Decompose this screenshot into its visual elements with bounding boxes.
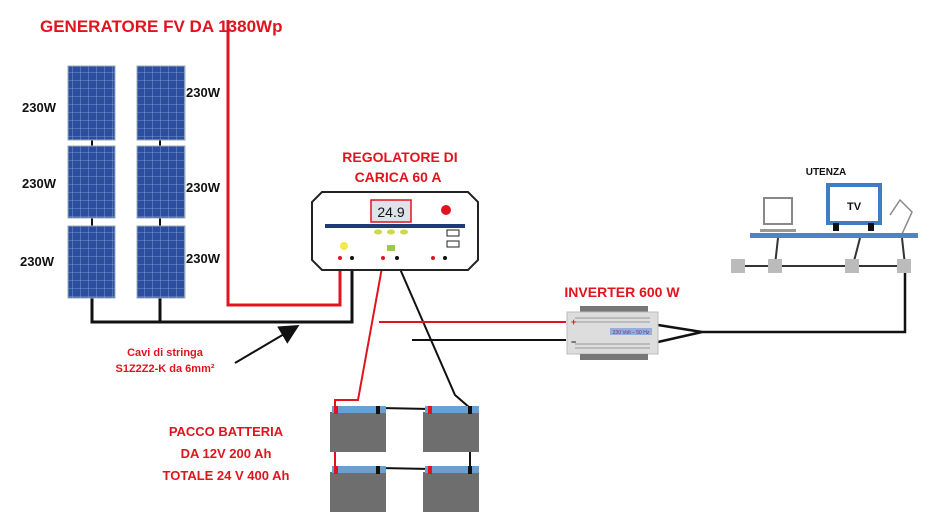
socket-icon xyxy=(897,259,911,273)
controller-title-2: CARICA 60 A xyxy=(355,169,442,185)
loads-title: UTENZA xyxy=(806,167,847,178)
battery xyxy=(423,466,479,512)
panel-power-label: 230W xyxy=(22,176,57,191)
battery xyxy=(423,406,479,452)
battery-label-2: DA 12V 200 Ah xyxy=(181,446,272,461)
pv-positive-wire xyxy=(226,20,342,307)
loads: UTENZA TV xyxy=(731,167,918,273)
solar-panel xyxy=(67,65,116,141)
tv-label: TV xyxy=(847,201,862,213)
led-indicator xyxy=(441,205,451,215)
solar-panels: 230W 230W 230W 230W 230W 230W xyxy=(20,65,221,299)
generator-title: GENERATORE FV DA 1380Wp xyxy=(40,17,282,36)
pv-negative-wire xyxy=(90,262,354,324)
lamp-icon xyxy=(889,198,913,235)
shelf xyxy=(750,233,918,238)
panel-power-label: 230W xyxy=(20,254,55,269)
solar-panel xyxy=(67,145,116,219)
battery-label-1: PACCO BATTERIA xyxy=(169,424,284,439)
socket-icon xyxy=(845,259,859,273)
socket-icon xyxy=(768,259,782,273)
controller-title-1: REGOLATORE DI xyxy=(342,149,457,165)
minus-sign: − xyxy=(571,337,576,347)
battery-label-3: TOTALE 24 V 400 Ah xyxy=(163,468,290,483)
panel-power-label: 230W xyxy=(186,85,221,100)
solar-panel xyxy=(67,225,116,299)
plus-sign: + xyxy=(571,317,576,327)
pointer-arrow xyxy=(234,324,300,364)
solar-panel xyxy=(136,145,186,219)
ac-output-wire xyxy=(657,270,907,344)
solar-panel xyxy=(136,65,186,141)
panel-power-label: 230W xyxy=(22,100,57,115)
charge-controller: REGOLATORE DI CARICA 60 A 24.9 xyxy=(311,149,479,271)
panel-power-label: 230W xyxy=(186,180,221,195)
battery xyxy=(330,466,386,512)
tv-icon xyxy=(826,183,882,225)
panel-power-label: 230W xyxy=(186,251,221,266)
battery-pack: PACCO BATTERIA DA 12V 200 Ah TOTALE 24 V… xyxy=(163,406,479,512)
controller-display: 24.9 xyxy=(377,204,404,220)
cable-note-1: Cavi di stringa xyxy=(127,347,204,359)
inverter-output-label: 230 Volt – 50 Hz xyxy=(613,330,650,336)
inverter: INVERTER 600 W 230 Volt – 50 Hz + − xyxy=(564,284,680,360)
socket-icon xyxy=(731,259,745,273)
solar-panel xyxy=(136,225,186,299)
cable-note-2: S1Z2Z2-K da 6mm² xyxy=(115,363,214,375)
battery xyxy=(330,406,386,452)
sun-icon xyxy=(340,242,348,250)
laptop-icon xyxy=(763,197,793,225)
inverter-title: INVERTER 600 W xyxy=(564,284,680,300)
